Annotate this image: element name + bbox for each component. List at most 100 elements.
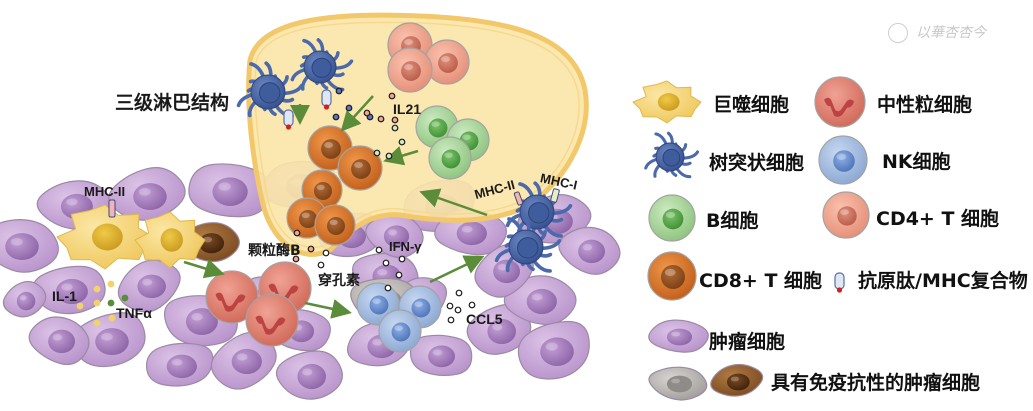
green-arrow (429, 255, 485, 284)
macrophage-icon (632, 80, 702, 124)
nucleus-highlight (664, 268, 676, 276)
cell-nucleus (657, 93, 680, 111)
tumor-cell (108, 166, 186, 221)
cytokine-dot (335, 87, 343, 95)
cytokine-dot (385, 152, 393, 160)
legend-label-resistant-tumor-cell: 具有免疫抗性的肿瘤细胞 (771, 372, 981, 394)
lobed-nucleus (268, 283, 299, 303)
lobed-nucleus (215, 292, 246, 312)
cytokine-dot (317, 261, 325, 269)
cytokine-dot (384, 284, 392, 292)
cell-nucleus (314, 182, 332, 200)
tumor-cell (32, 265, 106, 315)
green-arrow (383, 146, 419, 166)
mhc-body (550, 188, 560, 203)
cell-nucleus (666, 375, 693, 393)
nucleus-highlight (372, 338, 383, 346)
cell-nucleus (540, 337, 574, 366)
mhc-body (283, 109, 294, 127)
cytokine-dot (107, 299, 115, 307)
cell-nucleus (661, 265, 685, 289)
b-cell-icon (648, 194, 696, 242)
cell-nucleus (411, 298, 431, 318)
cd4-t-cell (424, 39, 470, 85)
nucleus-highlight (324, 142, 333, 148)
legend-label-b-cell: B细胞 (706, 210, 759, 232)
cell-nucleus (212, 177, 248, 206)
nucleus-highlight (531, 293, 543, 301)
cytokine-dot (382, 259, 390, 267)
mhc-body (108, 199, 116, 218)
cytokine-dot (398, 255, 406, 263)
legend-label-nk-cell: NK细胞 (882, 151, 951, 173)
nucleus-highlight (372, 298, 381, 305)
nucleus-highlight (462, 134, 471, 140)
cell-nucleus (321, 139, 341, 159)
cell-nucleus (137, 274, 166, 299)
nucleus-highlight (203, 236, 213, 243)
cell-nucleus (231, 348, 262, 375)
cytokine-dot (455, 289, 463, 297)
cell-nucleus (166, 354, 197, 379)
nucleus-highlight (404, 64, 413, 70)
lobed-nucleus (255, 315, 286, 335)
mhc-body (834, 272, 845, 290)
nucleus-highlight (138, 187, 151, 196)
cell-nucleus (92, 223, 123, 251)
cytokine-dot (121, 294, 129, 302)
cell-nucleus (428, 345, 456, 368)
cytokine-dot (76, 302, 84, 310)
immune-cells-group (56, 22, 573, 353)
nucleus-highlight (582, 243, 593, 251)
nk-cell-icon (818, 135, 868, 185)
cell-nucleus (528, 202, 550, 224)
nucleus-highlight (171, 358, 183, 366)
nucleus-highlight (461, 225, 473, 233)
cell-nucleus (666, 328, 693, 346)
cytokine-dot (307, 245, 315, 253)
cytokine-dot (345, 104, 353, 112)
cell-nucleus (133, 183, 167, 211)
peptide-mhc-icon (834, 272, 845, 293)
nucleus-highlight (354, 162, 363, 168)
cytokine-dot (388, 92, 396, 100)
tumor-cell (503, 275, 577, 326)
cell-nucleus (327, 217, 345, 235)
nucleus-highlight (665, 211, 676, 219)
nucleus-highlight (432, 349, 443, 356)
nucleus-highlight (414, 301, 423, 308)
cytokine-dot (363, 109, 371, 117)
cytokine-dot (373, 149, 381, 157)
peptide (836, 287, 843, 293)
cell-nucleus (487, 318, 516, 345)
legend-label-peptide-mhc: 抗原肽/MHC复合物 (858, 270, 1028, 292)
granzyme-b-label: 颗粒酶B (248, 243, 301, 259)
mhc-body (321, 89, 332, 107)
tnfa-label: TNFα (116, 305, 152, 321)
b-cell (428, 136, 472, 180)
cell-body (205, 270, 259, 324)
lobed-nucleus (824, 97, 855, 117)
nucleus-highlight (19, 295, 27, 301)
il21-label: IL21 (393, 101, 422, 117)
cell-nucleus (578, 239, 606, 264)
nucleus-highlight (497, 263, 508, 271)
cell-nucleus (259, 82, 281, 104)
nucleus-highlight (730, 376, 739, 382)
cytokine-dot (93, 319, 101, 327)
nucleus-highlight (404, 39, 413, 45)
legend-icons-group (632, 76, 870, 401)
nucleus-highlight (377, 268, 388, 276)
cytokine-dots-group (76, 87, 476, 327)
cytokine-dot (293, 229, 301, 237)
cytokine-dot (398, 138, 406, 146)
cd4-t-cell-icon (822, 191, 870, 239)
cell-nucleus (727, 373, 750, 391)
cytokine-dot (454, 306, 462, 314)
nucleus-highlight (441, 56, 450, 62)
nucleus-highlight (671, 378, 681, 384)
dendritic-cell (494, 216, 562, 273)
cytokine-dot (377, 115, 385, 123)
cd8-t-cell (337, 145, 383, 191)
